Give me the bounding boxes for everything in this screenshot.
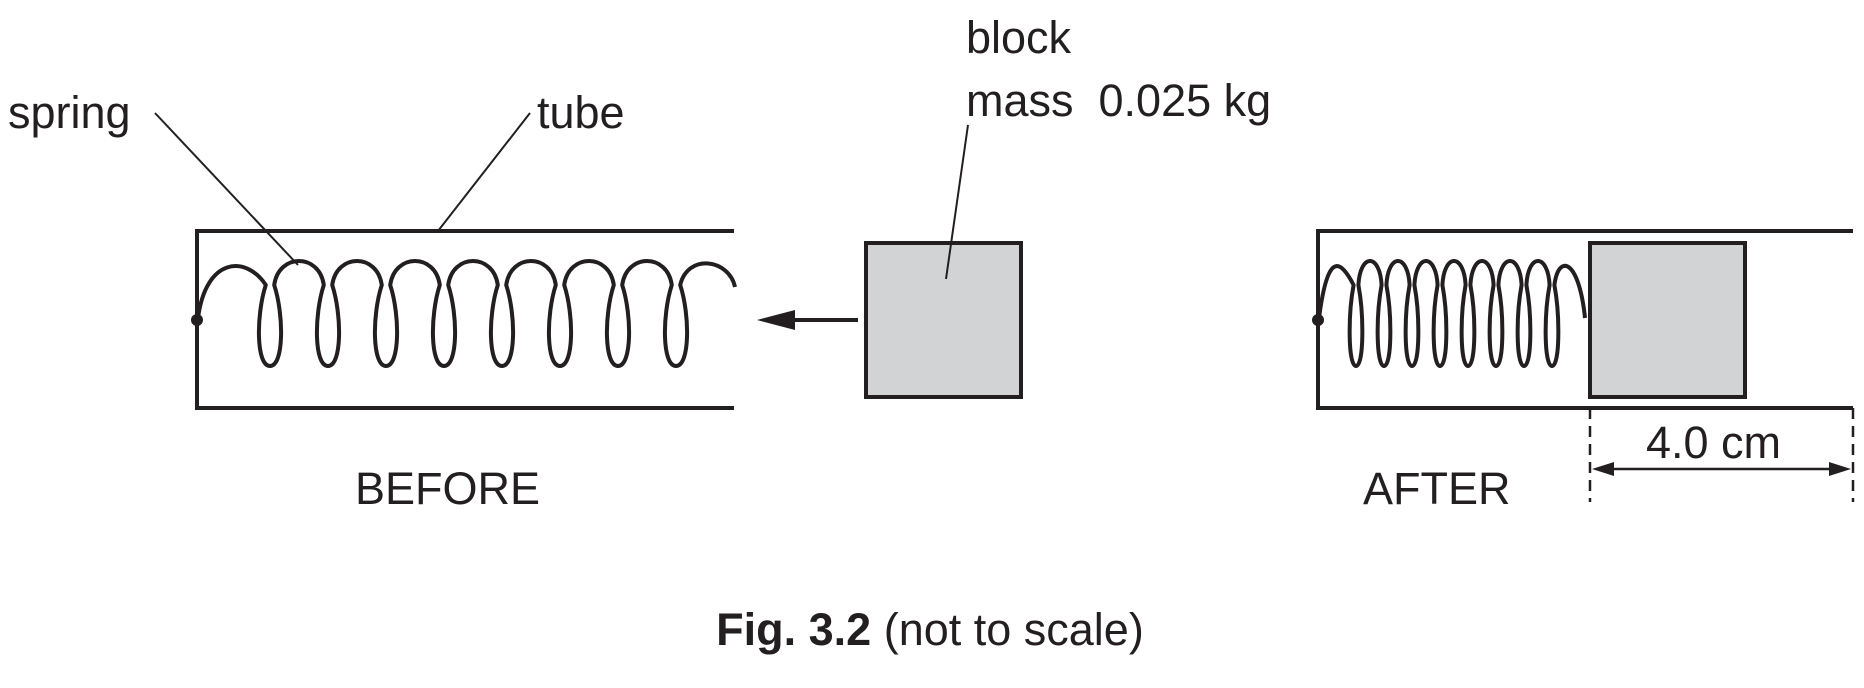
dimension-arrowhead-right	[1829, 462, 1851, 476]
tube-leader-line	[437, 112, 531, 232]
block-label: block	[966, 12, 1072, 63]
figure-note: (not to scale)	[871, 604, 1144, 655]
motion-arrow	[757, 310, 858, 330]
before-assembly	[191, 229, 1023, 410]
tube-label: tube	[537, 87, 625, 138]
block-mass-label: mass 0.025 kg	[966, 75, 1271, 126]
figure-caption: Fig. 3.2 (not to scale)	[716, 604, 1144, 655]
leader-lines	[154, 112, 969, 280]
after-spring	[1317, 259, 1587, 368]
block-leader-line	[945, 124, 969, 280]
compression-label: 4.0 cm	[1646, 417, 1781, 468]
spring-label: spring	[8, 87, 131, 138]
spring-leader-line	[154, 112, 299, 266]
before-spring-anchor	[191, 314, 203, 326]
before-tube	[195, 229, 734, 410]
after-tube	[1316, 229, 1853, 410]
before-block	[864, 241, 1023, 399]
after-spring-anchor	[1312, 314, 1324, 326]
after-assembly: 4.0 cm	[1312, 229, 1855, 502]
before-label: BEFORE	[355, 463, 540, 514]
after-block	[1588, 241, 1747, 399]
compression-dimension	[1588, 408, 1855, 502]
figure-number: Fig. 3.2	[716, 604, 871, 655]
after-label: AFTER	[1363, 463, 1511, 514]
before-spring	[196, 259, 737, 368]
dimension-arrowhead-left	[1592, 462, 1614, 476]
